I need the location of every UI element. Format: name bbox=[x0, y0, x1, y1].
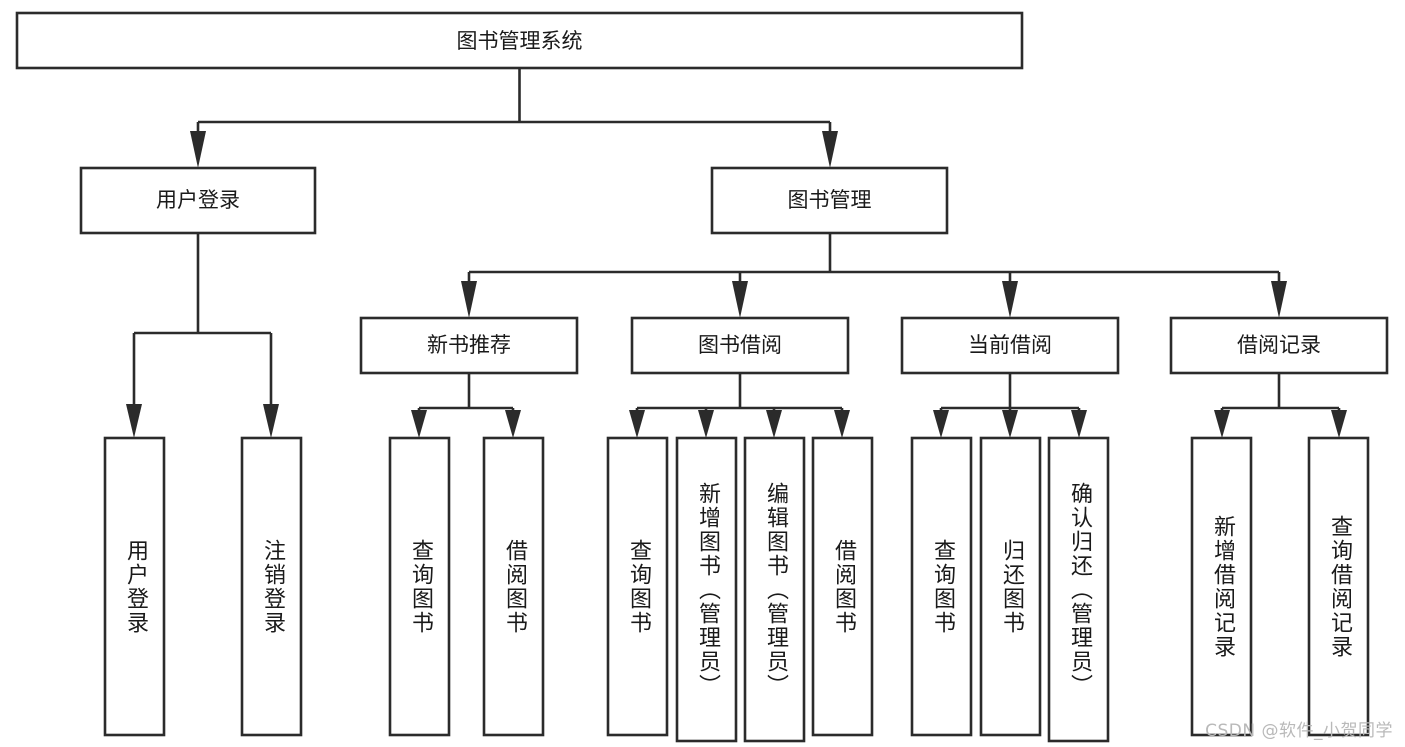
arrow-head-edit-book bbox=[766, 410, 782, 438]
node-root-label: 图书管理系统 bbox=[457, 29, 583, 53]
leaf-logout-login-box[interactable] bbox=[240, 436, 303, 737]
arrow-head-borrow-book-1 bbox=[505, 410, 521, 438]
node-book-manage-label: 图书管理 bbox=[788, 188, 872, 212]
node-new-book-rec-box[interactable] bbox=[359, 316, 579, 375]
arrow-head-borrow-book-2 bbox=[834, 410, 850, 438]
arrow-head-add-record bbox=[1214, 410, 1230, 438]
arrow-head-leaf-user-login bbox=[126, 404, 142, 438]
leaf-edit-book-box[interactable] bbox=[743, 436, 806, 743]
arrow-head-user-login bbox=[190, 131, 206, 168]
leaf-query-record-box[interactable] bbox=[1307, 436, 1370, 737]
leaf-add-record-box[interactable] bbox=[1190, 436, 1253, 737]
arrow-head-return-book bbox=[1002, 410, 1018, 438]
node-book-borrow-label: 图书借阅 bbox=[698, 333, 782, 357]
arrow-head-query-book-1 bbox=[411, 410, 427, 438]
arrow-head-query-record bbox=[1331, 410, 1347, 438]
node-root-box[interactable] bbox=[15, 11, 1024, 70]
arrow-head-query-book-2 bbox=[629, 410, 645, 438]
arrow-head-add-book bbox=[698, 410, 714, 438]
leaf-query-book-2-box[interactable] bbox=[606, 436, 669, 737]
node-book-borrow-box[interactable] bbox=[630, 316, 850, 375]
arrow-head-book-borrow bbox=[732, 281, 748, 318]
leaf-confirm-return-box[interactable] bbox=[1047, 436, 1110, 743]
arrow-head-book-manage bbox=[822, 131, 838, 168]
node-borrow-record-label: 借阅记录 bbox=[1237, 333, 1321, 357]
node-new-book-rec-label: 新书推荐 bbox=[427, 333, 511, 357]
arrow-head-query-book-3 bbox=[933, 410, 949, 438]
node-layer: 图书管理系统 用户登录 图书管理 新书推荐 图书借阅 当前借阅 借阅记录 bbox=[15, 11, 1389, 743]
leaf-borrow-book-2-box[interactable] bbox=[811, 436, 874, 737]
node-current-borrow-label: 当前借阅 bbox=[968, 333, 1052, 357]
leaf-user-login-box[interactable] bbox=[103, 436, 166, 737]
node-book-manage-box[interactable] bbox=[710, 166, 949, 235]
arrow-head-confirm-return bbox=[1071, 410, 1087, 438]
leaf-add-book-box[interactable] bbox=[675, 436, 738, 743]
leaf-return-book-box[interactable] bbox=[979, 436, 1042, 737]
arrow-head-current-borrow bbox=[1002, 281, 1018, 318]
leaf-query-book-1-box[interactable] bbox=[388, 436, 451, 737]
node-current-borrow-box[interactable] bbox=[900, 316, 1120, 375]
csdn-watermark: CSDN @软件_小贺同学 bbox=[1205, 721, 1393, 741]
arrow-head-leaf-logout-login bbox=[263, 404, 279, 438]
leaf-borrow-book-1-box[interactable] bbox=[482, 436, 545, 737]
connector-layer bbox=[126, 68, 1347, 438]
leaf-query-book-3-box[interactable] bbox=[910, 436, 973, 737]
arrow-head-new-book-rec bbox=[461, 281, 477, 318]
node-user-login-box[interactable] bbox=[79, 166, 317, 235]
node-user-login-label: 用户登录 bbox=[156, 188, 240, 212]
node-borrow-record-box[interactable] bbox=[1169, 316, 1389, 375]
arrow-head-borrow-record bbox=[1271, 281, 1287, 318]
